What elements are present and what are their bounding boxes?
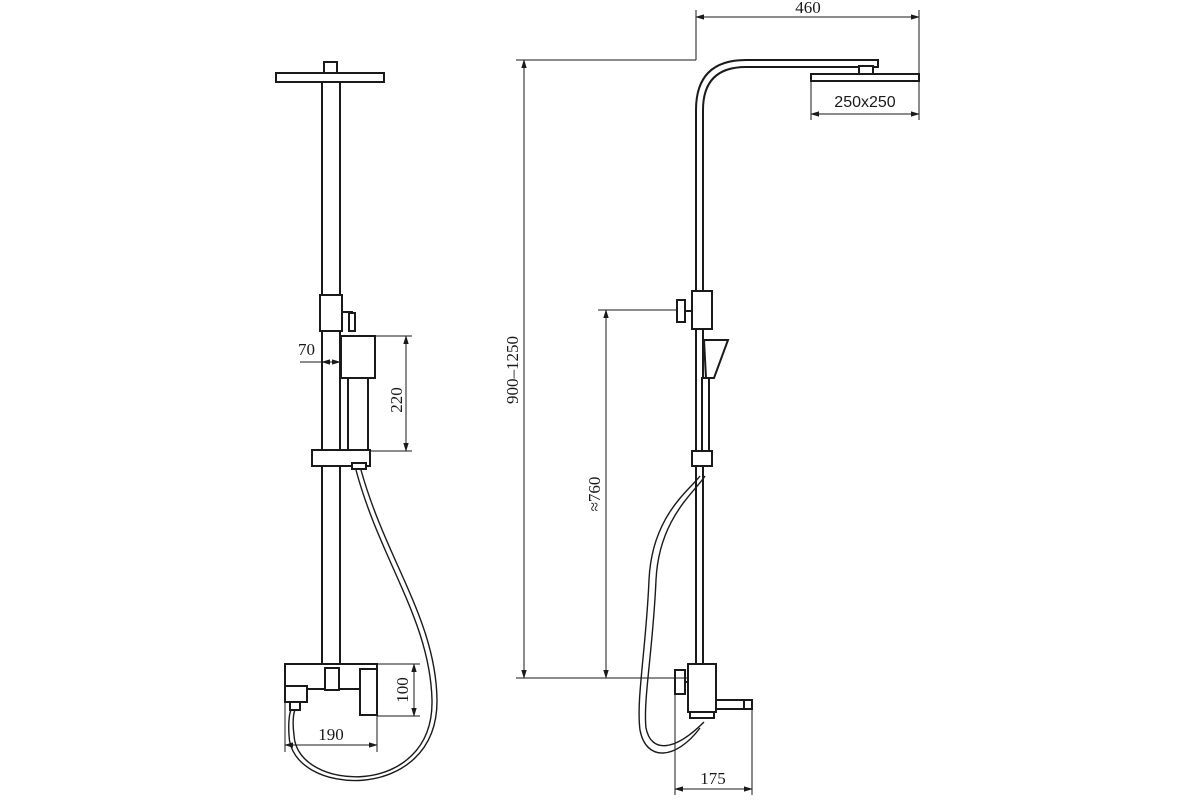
- side-mixer-body: [687, 663, 717, 713]
- front-head-plate: [275, 72, 385, 83]
- dim-mixer-width: 190: [318, 725, 344, 744]
- front-hose: [292, 469, 433, 778]
- dim-spout-depth: 175: [700, 769, 726, 788]
- side-diverter-knob: [676, 299, 686, 323]
- side-hose: [638, 475, 701, 754]
- side-riser-arm: [695, 59, 879, 665]
- side-diverter-block: [691, 290, 713, 330]
- front-view: 70 220 100 190: [275, 61, 438, 782]
- front-mixer-handle: [359, 668, 378, 716]
- front-handshower-head: [340, 335, 376, 379]
- dim-holder-height: 220: [387, 387, 406, 413]
- front-handshower-handle: [347, 377, 369, 457]
- side-handshower: [702, 339, 730, 379]
- dim-height-range: 900–1250: [503, 336, 522, 404]
- front-mixer-spout: [284, 685, 308, 703]
- side-head-plate: [810, 73, 920, 82]
- front-diverter-lever: [348, 312, 356, 332]
- side-slide-bracket: [691, 450, 713, 467]
- side-view: 460 250x250 900–1250 ≈760 175: [503, 0, 920, 795]
- side-mixer-knob: [674, 669, 686, 695]
- side-head-connector: [858, 65, 874, 75]
- dim-holder-spacing: ≈760: [585, 477, 604, 512]
- dim-head-size: 250x250: [834, 94, 895, 111]
- front-riser-pipe: [321, 81, 341, 665]
- front-head-connector: [323, 61, 338, 74]
- dim-overall-width: 460: [795, 0, 821, 17]
- dim-mixer-height: 100: [393, 677, 412, 703]
- dim-diverter-width: 70: [298, 340, 315, 359]
- front-diverter-block: [319, 294, 343, 332]
